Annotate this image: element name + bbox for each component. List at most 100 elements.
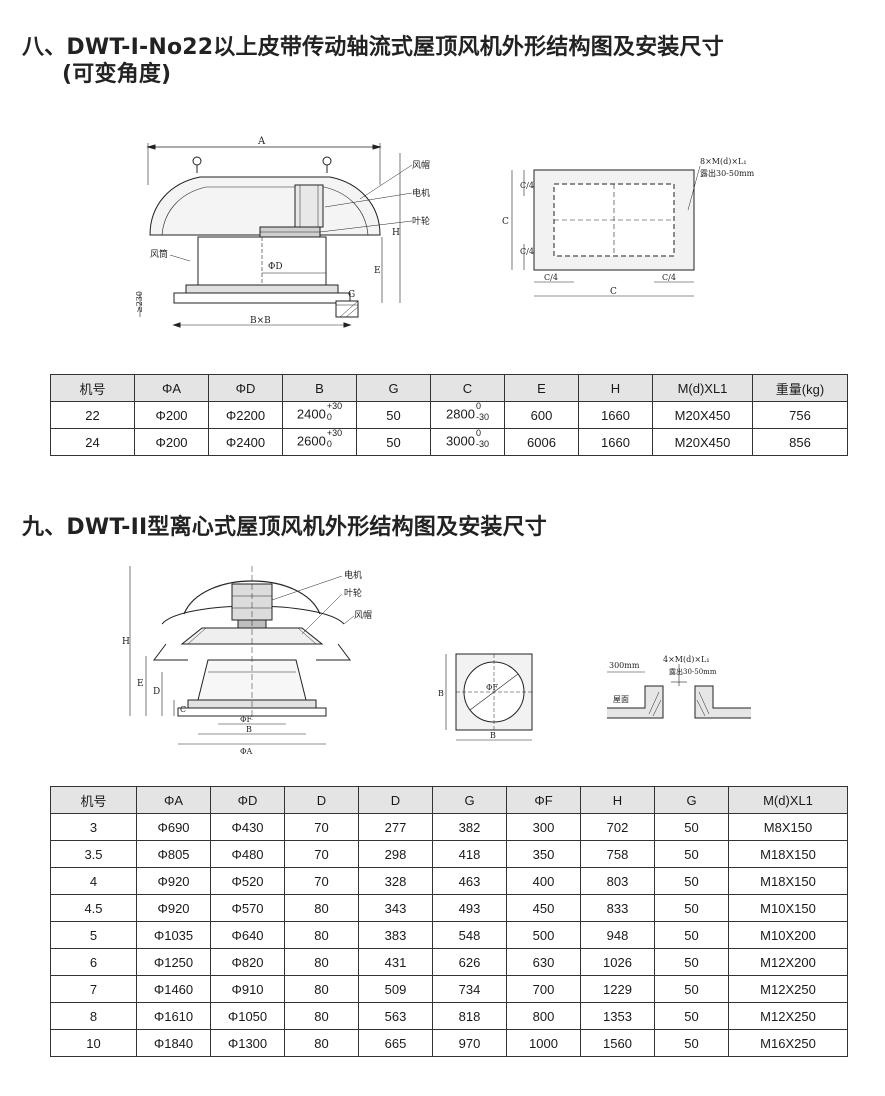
cell-g: 418: [432, 840, 507, 868]
detail-label-300: 300mm: [609, 661, 640, 670]
label-d: D: [153, 687, 160, 697]
label-phi-f: ΦF: [240, 715, 253, 724]
column-header: 机号: [50, 786, 137, 814]
cell-g2: 50: [654, 1029, 729, 1057]
label-dianji: 电机: [344, 569, 362, 581]
centrifugal-fan-plan-drawing: B B ΦF: [438, 650, 538, 746]
plan-label-c4-top: C/4: [520, 181, 534, 190]
cell-d2: 431: [358, 948, 433, 976]
column-header: H: [578, 374, 653, 402]
tol-lower: 0: [326, 412, 332, 422]
cell-phi-f: 630: [506, 948, 581, 976]
column-header: G: [654, 786, 729, 814]
plan-label-c4-left: C/4: [544, 273, 558, 282]
cell-h: 758: [580, 840, 655, 868]
label-bxb: B×B: [250, 316, 271, 326]
cell-phi-d: Φ430: [210, 813, 285, 841]
cell-b-value: 2400: [296, 406, 326, 422]
cell-bolt: M18X150: [728, 867, 848, 895]
cell-g2: 50: [654, 948, 729, 976]
label-fengtong: 风筒: [150, 248, 168, 260]
cell-bolt: M16X250: [728, 1029, 848, 1057]
tol-upper: +30: [326, 428, 343, 438]
label-fengmao: 风帽: [354, 609, 372, 621]
plan-label-b-vertical: B: [438, 689, 444, 698]
cell-g: 818: [432, 1002, 507, 1030]
cell-d: 80: [284, 1002, 359, 1030]
cell-g2: 50: [654, 921, 729, 949]
cell-d2: 298: [358, 840, 433, 868]
cell-no: 4: [50, 867, 137, 895]
cell-bolt: M12X250: [728, 975, 848, 1003]
tol-upper: 0: [475, 428, 481, 438]
plan-label-c4-right: C/4: [662, 273, 676, 282]
cell-e: 6006: [504, 428, 579, 456]
cell-d: 80: [284, 948, 359, 976]
cell-g2: 50: [654, 975, 729, 1003]
column-header: M(d)XL1: [728, 786, 848, 814]
cell-d2: 277: [358, 813, 433, 841]
cell-phi-a: Φ200: [134, 401, 209, 429]
cell-g: 734: [432, 975, 507, 1003]
cell-bolt: M10X150: [728, 894, 848, 922]
cell-phi-a: Φ1610: [136, 1002, 211, 1030]
cell-bolt: M12X200: [728, 948, 848, 976]
cell-phi-f: 1000: [506, 1029, 581, 1057]
cell-g2: 50: [654, 894, 729, 922]
cell-b-value: 2600: [296, 433, 326, 449]
cell-d2: 383: [358, 921, 433, 949]
cell-c-tolerance: 0-30: [475, 403, 489, 424]
cell-phi-f: 500: [506, 921, 581, 949]
plan-label-c4-bottom: C/4: [520, 247, 534, 256]
cell-g: 970: [432, 1029, 507, 1057]
cell-c-value: 2800: [446, 406, 475, 422]
label-e: E: [137, 679, 144, 689]
tol-lower: -30: [475, 412, 489, 422]
cell-no: 3: [50, 813, 137, 841]
cell-c-value: 3000: [446, 433, 475, 449]
cell-d: 80: [284, 975, 359, 1003]
label-h: H: [122, 637, 130, 647]
column-header: ΦF: [506, 786, 581, 814]
cell-phi-f: 700: [506, 975, 581, 1003]
cell-phi-f: 400: [506, 867, 581, 895]
plan-label-bolt: 8×M(d)×L₁: [700, 157, 747, 166]
tol-upper: 0: [475, 401, 481, 411]
label-dianji: 电机: [412, 187, 430, 199]
table-header-row: 机号 ΦA ΦD D D G ΦF H G M(d)XL1: [50, 786, 848, 814]
cell-d: 70: [284, 840, 359, 868]
label-g: G: [348, 290, 355, 300]
centrifugal-fan-elevation-drawing: H E D C ΦF B ΦA 电机 叶轮 风帽: [122, 560, 392, 756]
cell-h: 1660: [578, 428, 653, 456]
column-header: D: [284, 786, 359, 814]
cell-phi-d: Φ910: [210, 975, 285, 1003]
cell-bolt: M18X150: [728, 840, 848, 868]
cell-bolt: M8X150: [728, 813, 848, 841]
cell-no: 8: [50, 1002, 137, 1030]
cell-g2: 50: [654, 813, 729, 841]
cell-h: 948: [580, 921, 655, 949]
cell-no: 6: [50, 948, 137, 976]
cell-d: 70: [284, 813, 359, 841]
cell-bolt: M20X450: [652, 428, 753, 456]
cell-phi-d: Φ1050: [210, 1002, 285, 1030]
section2-title: 九、DWT-II型离心式屋顶风机外形结构图及安装尺寸: [22, 514, 547, 541]
plan-label-expose: 露出30-50mm: [700, 168, 755, 178]
cell-g2: 50: [654, 840, 729, 868]
axial-fan-dimension-table: 机号 ΦA ΦD B G C E H M(d)XL1 重量(kg) 22 Φ20…: [50, 374, 848, 456]
column-header: ΦD: [210, 786, 285, 814]
column-header: M(d)XL1: [652, 374, 753, 402]
label-phi-d: ΦD: [268, 262, 283, 272]
cell-d2: 665: [358, 1029, 433, 1057]
cell-h: 833: [580, 894, 655, 922]
